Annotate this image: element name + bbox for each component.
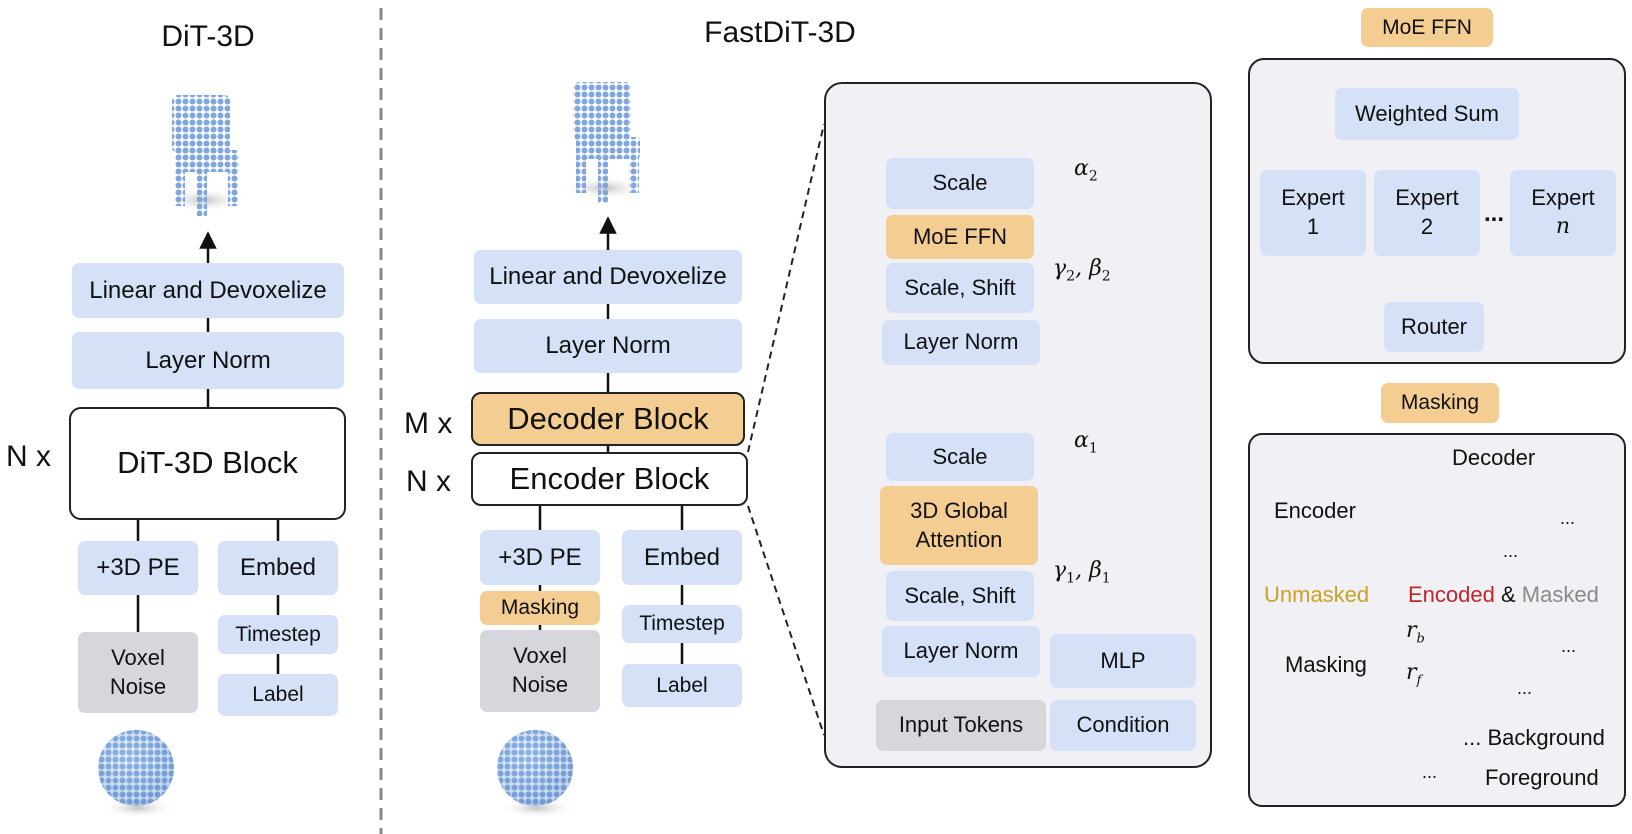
timestep-block: Timestep [622, 605, 742, 643]
positional-embedding-block: +3D PE [480, 530, 600, 585]
layer-norm-block: Layer Norm [474, 319, 742, 373]
noise-cloud-icon [497, 730, 575, 818]
expert-n-block: Expert n [1510, 170, 1616, 256]
expert-n-var: n [1555, 214, 1571, 239]
layer-norm-block: Layer Norm [72, 332, 344, 389]
embed-block: Embed [218, 541, 338, 595]
noise-cloud-icon [98, 730, 176, 818]
moe-ffn-title: MoE FFN [1361, 8, 1493, 47]
positional-embedding-block: +3D PE [78, 541, 198, 595]
decoder-block: Decoder Block [471, 392, 745, 446]
scale-shift-block: Scale, Shift [886, 263, 1034, 313]
ellipsis: ... [1422, 762, 1438, 782]
label-block: Label [622, 664, 742, 707]
gamma2-beta2-label: γ2, β2 [1053, 256, 1111, 285]
encoded-label: Encoded [1408, 582, 1495, 607]
masking-block: Masking [480, 591, 600, 625]
input-tokens-block: Input Tokens [876, 700, 1046, 751]
ellipsis: ... [1517, 678, 1533, 698]
mlp-block: MLP [1050, 634, 1196, 688]
background-label: ... Background [1463, 725, 1605, 750]
unmasked-label: Unmasked [1264, 582, 1370, 607]
linear-devoxelize-block: Linear and Devoxelize [474, 250, 742, 304]
decoder-label: Decoder [1452, 445, 1536, 470]
expert-2-block: Expert 2 [1374, 170, 1480, 256]
alpha1-label: α1 [1074, 428, 1098, 457]
masked-label: Masked [1521, 582, 1599, 607]
dit3d-title: DiT-3D [161, 20, 255, 53]
weighted-sum-block: Weighted Sum [1335, 88, 1519, 140]
encoder-block: Encoder Block [471, 452, 748, 506]
layer-norm-block: Layer Norm [882, 320, 1040, 365]
expert-n-label: Expert [1531, 185, 1595, 211]
masking-title: Masking [1381, 383, 1499, 423]
foreground-label: Foreground [1485, 765, 1599, 790]
layer-norm-block: Layer Norm [882, 626, 1040, 677]
masking-panel [1248, 433, 1626, 807]
ellipsis: ... [1560, 508, 1576, 528]
experts-ellipsis: ... [1484, 200, 1505, 227]
repeat-label: N x [6, 440, 51, 473]
linear-devoxelize-block: Linear and Devoxelize [72, 263, 344, 318]
ellipsis: ... [1561, 636, 1577, 656]
gamma1-beta1-label: γ1, β1 [1053, 558, 1111, 587]
rb-label: rb [1406, 618, 1425, 647]
encoded-masked-legend: Encoded & Masked [1408, 582, 1599, 608]
timestep-block: Timestep [218, 615, 338, 654]
voxel-noise-block: Voxel Noise [480, 630, 600, 712]
rf-label: rf [1406, 660, 1422, 689]
ellipsis: ... [1503, 541, 1519, 561]
dit3d-block: DiT-3D Block [69, 407, 346, 520]
router-block: Router [1384, 302, 1484, 352]
scale-shift-block: Scale, Shift [886, 571, 1034, 621]
encoder-repeat-label: N x [406, 465, 451, 498]
encoder-label: Encoder [1274, 498, 1356, 523]
chair-icon [163, 95, 247, 216]
fastdit3d-title: FastDiT-3D [704, 16, 856, 49]
condition-block: Condition [1050, 700, 1196, 751]
chair-icon [563, 82, 647, 203]
alpha2-label: α2 [1074, 156, 1098, 185]
label-block: Label [218, 674, 338, 716]
ampersand: & [1500, 582, 1516, 607]
global-attention-block: 3D Global Attention [880, 486, 1038, 565]
masking-label: Masking [1285, 652, 1367, 677]
decoder-repeat-label: M x [404, 407, 453, 440]
scale-block: Scale [886, 433, 1034, 481]
embed-block: Embed [622, 530, 742, 585]
scale-block: Scale [886, 158, 1034, 209]
voxel-noise-block: Voxel Noise [78, 632, 198, 713]
moe-ffn-block: MoE FFN [886, 215, 1034, 259]
expert-1-block: Expert 1 [1260, 170, 1366, 256]
